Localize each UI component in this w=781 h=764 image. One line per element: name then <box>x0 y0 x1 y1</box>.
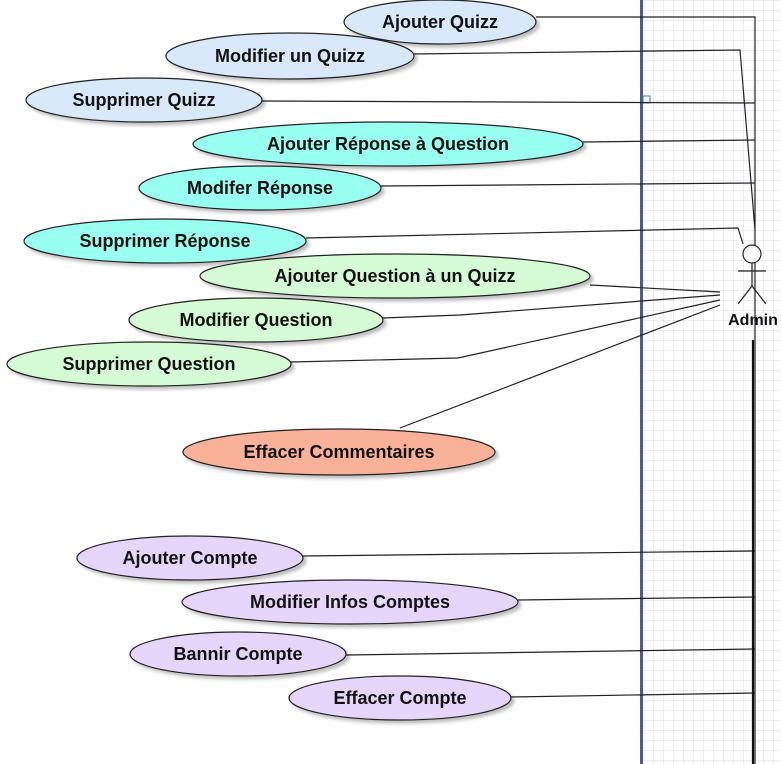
use-case-label: Modifier Infos Comptes <box>250 592 450 612</box>
use-case-label: Supprimer Question <box>62 354 235 374</box>
use-case-modifer-reponse[interactable]: Modifer Réponse <box>138 165 382 211</box>
use-case-modifier-un-quizz[interactable]: Modifier un Quizz <box>165 32 415 80</box>
use-case-ellipse <box>76 535 304 581</box>
use-case-label: Ajouter Question à un Quizz <box>274 266 515 286</box>
use-case-ellipse <box>165 32 415 80</box>
use-case-effacer-compte[interactable]: Effacer Compte <box>288 675 512 721</box>
use-case-ellipse <box>138 165 382 211</box>
use-case-ajouter-compte[interactable]: Ajouter Compte <box>76 535 304 581</box>
association-supprimer-reponse <box>305 227 744 245</box>
use-case-ajouter-question[interactable]: Ajouter Question à un Quizz <box>199 253 591 299</box>
use-case-bannir-compte[interactable]: Bannir Compte <box>129 631 347 677</box>
use-case-label: Modifer Réponse <box>187 178 333 198</box>
actor-admin[interactable]: Admin <box>728 244 778 329</box>
use-case-modifier-question[interactable]: Modifier Question <box>128 297 384 343</box>
use-case-ellipse <box>23 218 307 264</box>
actor-left-leg <box>737 285 753 305</box>
use-case-label: Supprimer Quizz <box>72 90 215 110</box>
use-case-ellipse <box>129 631 347 677</box>
use-case-label: Bannir Compte <box>173 644 302 664</box>
use-case-supprimer-quizz[interactable]: Supprimer Quizz <box>25 77 263 123</box>
use-case-label: Modifier Question <box>180 310 333 330</box>
use-case-label: Ajouter Compte <box>123 548 258 568</box>
use-case-ellipse <box>192 121 584 167</box>
use-case-label: Effacer Compte <box>333 688 466 708</box>
associations <box>261 16 756 764</box>
use-case-ellipse <box>199 253 591 299</box>
use-case-supprimer-question[interactable]: Supprimer Question <box>6 341 292 387</box>
use-case-label: Modifier un Quizz <box>215 46 365 66</box>
use-case-ellipse <box>128 297 384 343</box>
use-case-ellipse <box>25 77 263 123</box>
association-effacer-compte <box>510 692 756 698</box>
use-case-modifier-infos-comptes[interactable]: Modifier Infos Comptes <box>181 579 519 625</box>
association-ajouter-compte <box>302 550 756 557</box>
use-case-ajouter-quizz[interactable]: Ajouter Quizz <box>343 0 537 45</box>
use-case-ellipse <box>6 341 292 387</box>
use-case-label: Ajouter Réponse à Question <box>267 134 509 154</box>
association-ajouter-question <box>589 284 721 293</box>
actor-head <box>742 244 762 264</box>
use-case-label: Effacer Commentaires <box>243 442 434 462</box>
association-supprimer-quizz <box>261 100 756 104</box>
association-modifier-un-quizz <box>411 49 756 231</box>
use-case-ellipse <box>181 579 519 625</box>
use-case-ellipse <box>288 675 512 721</box>
actor-label: Admin <box>728 312 778 329</box>
grid-background <box>643 0 781 764</box>
actor-right-leg <box>751 285 767 305</box>
system-boundary-line <box>640 0 643 764</box>
association-modifier-infos-comptes <box>517 596 756 601</box>
association-modifier-question <box>382 294 721 319</box>
association-bannir-compte <box>345 648 756 656</box>
association-ajouter-quizz <box>536 16 756 764</box>
use-case-effacer-commentaires[interactable]: Effacer Commentaires <box>182 428 496 476</box>
use-case-ellipse <box>182 428 496 476</box>
association-effacer-commentaires <box>399 304 721 429</box>
association-supprimer-question <box>290 299 721 363</box>
use-case-supprimer-reponse[interactable]: Supprimer Réponse <box>23 218 307 264</box>
association-modifer-reponse <box>380 182 756 187</box>
use-case-label: Supprimer Réponse <box>79 231 250 251</box>
association-ajouter-reponse <box>582 139 756 143</box>
use-case-ellipse <box>343 0 537 45</box>
use-case-label: Ajouter Quizz <box>382 12 498 32</box>
use-case-ajouter-reponse[interactable]: Ajouter Réponse à Question <box>192 121 584 167</box>
